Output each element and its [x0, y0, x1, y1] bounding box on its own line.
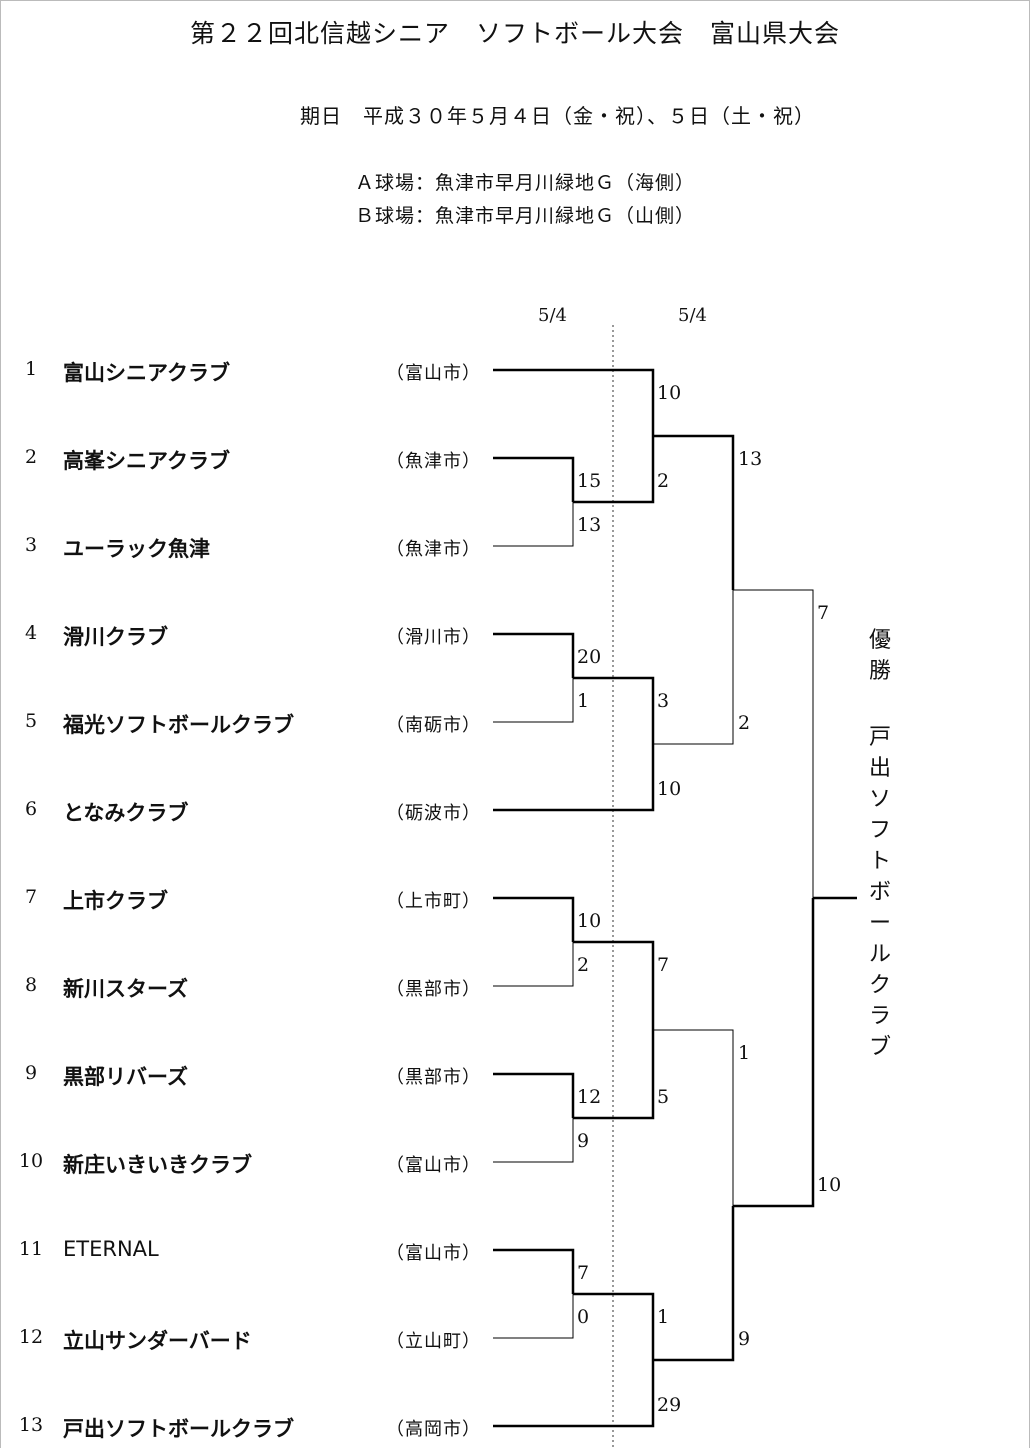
- team-5: 福光ソフトボールクラブ: [63, 713, 294, 737]
- team-12: 立山サンダーバード: [63, 1329, 252, 1353]
- score-r1-m2-top: 20: [577, 646, 602, 668]
- seed-9: 9: [24, 1062, 38, 1084]
- date-line: 期日 平成３０年５月４日（金・祝）、５日（土・祝）: [300, 104, 815, 128]
- champion-name-char: ラ: [868, 1004, 891, 1029]
- score-sf2-bot: 9: [738, 1328, 751, 1350]
- seed-13: 13: [18, 1414, 44, 1436]
- score-r1-m4-bot: 9: [577, 1130, 590, 1152]
- score-r1-m5-bot: 0: [577, 1306, 590, 1328]
- team-3: ユーラック魚津: [63, 537, 210, 561]
- score-sf1-top: 13: [738, 448, 763, 470]
- team-8: 新川スターズ: [63, 977, 188, 1001]
- team-6: となみクラブ: [63, 801, 189, 825]
- team-9: 黒部リバーズ: [63, 1065, 188, 1089]
- champion-name-char: 出: [868, 756, 891, 781]
- seed-5: 5: [24, 710, 38, 732]
- city-8: （黒部市）: [386, 979, 481, 1000]
- score-r2-m3-bot: 5: [657, 1086, 670, 1108]
- seed-12: 12: [18, 1326, 44, 1348]
- seed-7: 7: [24, 886, 38, 908]
- seed-1: 1: [24, 358, 38, 380]
- team-7: 上市クラブ: [63, 889, 168, 913]
- team-10: 新庄いきいきクラブ: [63, 1153, 252, 1177]
- team-11: ETERNAL: [63, 1237, 159, 1261]
- score-sf1-bot: 2: [738, 712, 751, 734]
- score-sf2-top: 1: [738, 1042, 751, 1064]
- champion-name-char: ボ: [868, 880, 891, 905]
- champion-name-char: ブ: [868, 1035, 891, 1060]
- city-4: （滑川市）: [386, 627, 481, 648]
- seed-2: 2: [24, 446, 38, 468]
- score-r2-m4-bot: 29: [657, 1394, 682, 1416]
- city-13: （高岡市）: [386, 1419, 481, 1440]
- champion-name-char: ト: [868, 849, 891, 874]
- city-6: （砺波市）: [386, 803, 481, 824]
- champion-name-char: ー: [868, 911, 891, 936]
- city-7: （上市町）: [386, 891, 481, 912]
- score-r1-m4-top: 12: [577, 1086, 602, 1108]
- seed-4: 4: [24, 622, 38, 644]
- champion-label: 優 勝: [866, 625, 894, 687]
- seed-6: 6: [24, 798, 38, 820]
- score-r1-m1-top: 15: [577, 470, 602, 492]
- city-3: （魚津市）: [386, 539, 481, 560]
- seed-3: 3: [24, 534, 38, 556]
- champion-name: 戸 出 ソ フ ト ボ ー ル ク ラ ブ: [866, 722, 894, 1063]
- city-10: （富山市）: [386, 1155, 481, 1176]
- city-2: （魚津市）: [386, 451, 481, 472]
- venue-a: Ａ球場：魚津市早月川緑地Ｇ（海側）: [355, 172, 696, 194]
- seed-11: 11: [18, 1238, 44, 1260]
- score-r1-m2-bot: 1: [577, 690, 590, 712]
- team-13: 戸出ソフトボールクラブ: [63, 1417, 294, 1441]
- champion-name-char: 戸: [868, 725, 891, 750]
- score-r2-m2-top: 3: [657, 690, 670, 712]
- city-9: （黒部市）: [386, 1067, 481, 1088]
- venue-b: Ｂ球場：魚津市早月川緑地Ｇ（山側）: [355, 205, 696, 227]
- team-2: 高峯シニアクラブ: [63, 449, 230, 473]
- champion-label-char: 勝: [868, 659, 891, 684]
- score-r2-m3-top: 7: [657, 954, 670, 976]
- champion-name-char: フ: [868, 818, 891, 843]
- page-title: 第２２回北信越シニア ソフトボール大会 富山県大会: [189, 19, 840, 48]
- score-r1-m1-bot: 13: [577, 514, 602, 536]
- score-r2-m2-bot: 10: [657, 778, 682, 800]
- champion-label-char: 優: [868, 628, 891, 653]
- score-final-top: 7: [817, 602, 830, 624]
- seed-8: 8: [24, 974, 38, 996]
- score-r1-m5-top: 7: [577, 1262, 590, 1284]
- champion-name-char: ソ: [868, 787, 891, 812]
- seed-10: 10: [18, 1150, 44, 1172]
- team-1: 富山シニアクラブ: [63, 361, 230, 385]
- round-date-1: 5/4: [538, 305, 567, 326]
- score-r1-m3-bot: 2: [577, 954, 590, 976]
- round-date-2: 5/4: [678, 305, 707, 326]
- champion-name-char: ル: [868, 942, 891, 967]
- score-r2-m4-top: 1: [657, 1306, 670, 1328]
- score-final-bot: 10: [817, 1174, 842, 1196]
- city-1: （富山市）: [386, 363, 481, 384]
- city-11: （富山市）: [386, 1243, 481, 1264]
- score-r2-m1-bot: 2: [657, 470, 670, 492]
- score-r2-m1-top: 10: [657, 382, 682, 404]
- city-12: （立山町）: [386, 1331, 481, 1352]
- city-5: （南砺市）: [386, 715, 481, 736]
- team-4: 滑川クラブ: [63, 625, 168, 649]
- score-r1-m3-top: 10: [577, 910, 602, 932]
- champion-name-char: ク: [868, 973, 891, 998]
